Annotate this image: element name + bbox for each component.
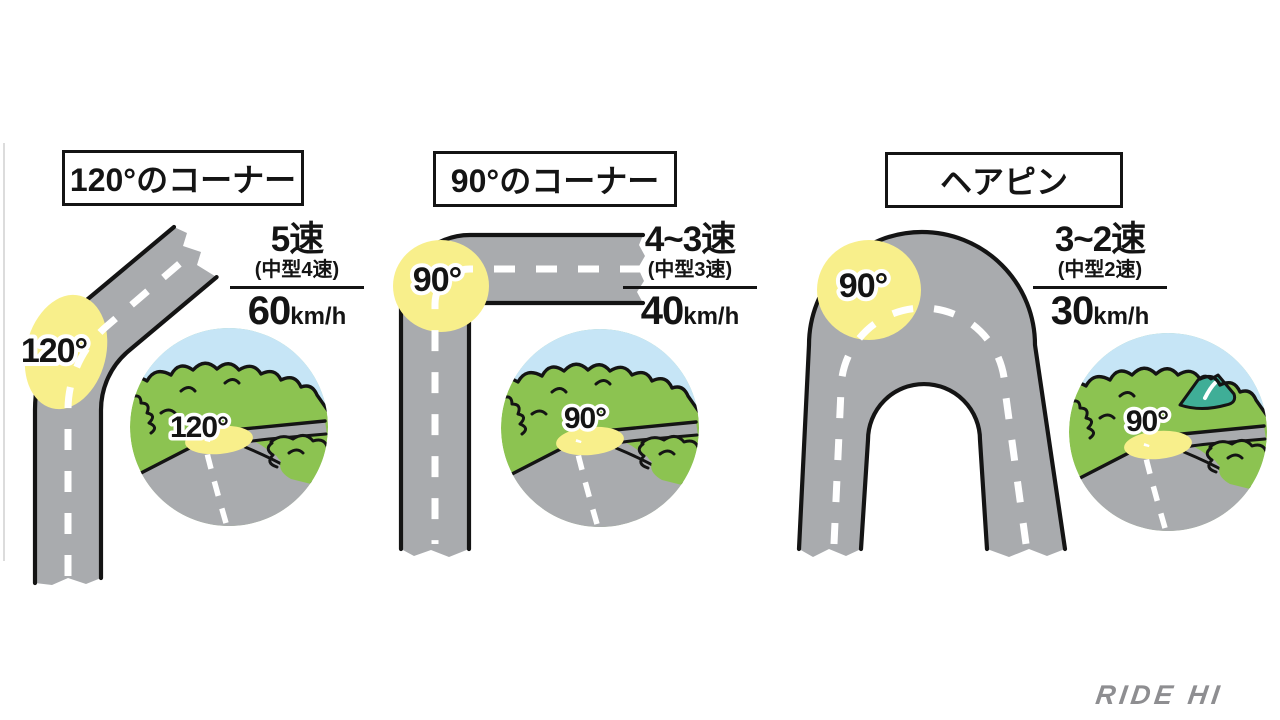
ride-hi-logo: RIDE HI (1093, 680, 1226, 710)
left-bush-outline (1069, 399, 1095, 440)
speed-value: 30 (1050, 289, 1094, 333)
gear-speed-block-2: 4~3速 (中型3速) 40km/h (623, 222, 757, 331)
gear-recommendation: 5速 (270, 220, 324, 259)
left-bush-outline (501, 395, 527, 436)
sky (130, 328, 328, 415)
speed-value: 60 (247, 289, 291, 333)
road-ahead (1070, 437, 1264, 531)
rider-view-inset-3: 90° (1069, 333, 1267, 531)
speed-recommendation: 60km/h (230, 286, 364, 331)
inset-angle-label: 120° (170, 411, 228, 444)
treeline-outline (501, 362, 699, 418)
speed-value: 40 (640, 289, 684, 333)
corner-highlight (1124, 430, 1192, 460)
inset-angle-label: 90° (564, 402, 606, 435)
sky (1069, 333, 1267, 420)
panel-title-text: ヘアピン (939, 164, 1068, 200)
corner-angle-label: 90° (413, 261, 462, 299)
road-illustration-120: 120° (17, 224, 219, 586)
gear-recommendation: 4~3速 (644, 220, 736, 259)
road-illustration-hairpin: 90° (796, 229, 1068, 557)
corner-highlight (393, 240, 489, 332)
gear-recommendation: 3~2速 (1054, 220, 1146, 259)
midsize-gear-note: (中型2速) (1057, 259, 1143, 281)
speed-unit: km/h (290, 303, 347, 330)
right-bush-details (266, 441, 305, 469)
speed-recommendation: 40km/h (623, 286, 757, 331)
right-bush-details (637, 442, 676, 470)
midsize-gear-note: (中型4速) (254, 259, 340, 281)
rider-view-inset-2: 90° (501, 329, 699, 527)
page-edge-line (3, 143, 5, 561)
right-bush-outline (640, 435, 699, 452)
left-bush-outline (130, 394, 156, 435)
speed-unit: km/h (683, 303, 740, 330)
center-line (574, 439, 600, 525)
bush-details (159, 378, 241, 415)
center-line (830, 304, 1030, 545)
center-line (64, 250, 195, 576)
panel-title-120: 120°のコーナー (62, 150, 304, 206)
road-ahead (502, 433, 696, 527)
bush-details (1098, 391, 1136, 420)
treeline-outline (130, 361, 328, 417)
corner-angle-label: 120° (21, 332, 88, 370)
speed-recommendation: 30km/h (1033, 286, 1167, 331)
road-inner-edge (858, 381, 990, 552)
road-ahead (131, 432, 325, 526)
road-illustration-90: 90° (393, 232, 646, 557)
corner-angle-label: 90° (839, 267, 888, 305)
mountain-highlight (1203, 381, 1217, 400)
right-bush-outline (1208, 439, 1267, 456)
panel-title-text: 120°のコーナー (69, 162, 297, 198)
corner-highlight (185, 425, 253, 455)
panel-title-hairpin: ヘアピン (885, 152, 1123, 208)
corner-highlight (24, 294, 108, 410)
panel-title-text: 90°のコーナー (450, 163, 660, 199)
gear-speed-block-1: 5速 (中型4速) 60km/h (230, 222, 364, 331)
panel-title-90: 90°のコーナー (433, 151, 677, 207)
right-bush-details (1205, 446, 1244, 474)
road-inner-edge (98, 275, 219, 581)
midsize-gear-note: (中型3速) (647, 259, 733, 281)
corner-highlight (556, 426, 624, 456)
center-line (203, 438, 229, 524)
right-bush-outline (269, 434, 328, 451)
center-line (1142, 443, 1168, 529)
gear-speed-block-3: 3~2速 (中型2速) 30km/h (1033, 222, 1167, 331)
sky (501, 329, 699, 416)
bush-details (530, 379, 612, 416)
treeline-outline (1069, 366, 1267, 422)
rider-view-inset-1: 120° (130, 328, 328, 526)
inset-angle-label: 90° (1126, 405, 1168, 438)
center-line (431, 265, 641, 544)
speed-unit: km/h (1093, 303, 1150, 330)
